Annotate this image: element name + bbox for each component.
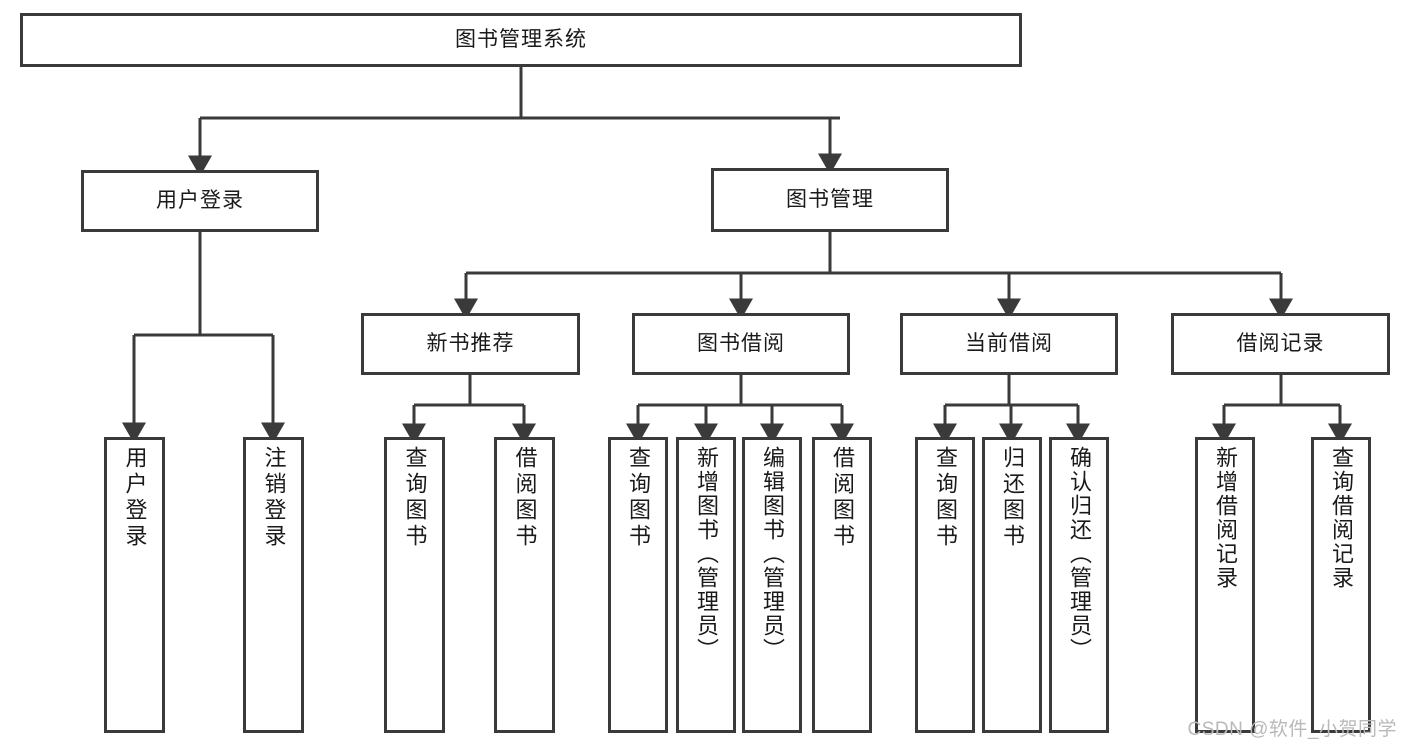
leaf-borrow-book-new[interactable]: 借阅图书	[494, 437, 555, 733]
node-new-book-recommend[interactable]: 新书推荐	[361, 313, 580, 375]
node-label: 当前借阅	[965, 332, 1053, 356]
leaf-query-book-new[interactable]: 查询图书	[384, 437, 445, 733]
node-label: 归还图书	[1000, 446, 1025, 550]
leaf-add-borrow-record[interactable]: 新增借阅记录	[1195, 437, 1255, 733]
watermark: CSDN @软件_小贺同学	[1187, 719, 1397, 740]
node-label: 注销登录	[261, 446, 287, 550]
leaf-return-book[interactable]: 归还图书	[982, 437, 1042, 733]
node-label: 新增图书（管理员）	[694, 446, 719, 662]
node-label: 用户登录	[156, 189, 244, 213]
leaf-query-book-current[interactable]: 查询图书	[915, 437, 975, 733]
leaf-edit-book-admin[interactable]: 编辑图书（管理员）	[742, 437, 802, 733]
node-label: 新书推荐	[426, 332, 515, 356]
node-label: 用户登录	[122, 446, 148, 550]
node-root[interactable]: 图书管理系统	[20, 13, 1022, 67]
node-label: 借阅图书	[830, 446, 855, 550]
node-book-borrow[interactable]: 图书借阅	[632, 313, 850, 375]
node-label: 借阅图书	[512, 446, 538, 550]
node-borrow-record[interactable]: 借阅记录	[1171, 313, 1390, 375]
node-label: 查询图书	[626, 446, 651, 550]
node-label: 图书借阅	[697, 332, 785, 356]
leaf-logout[interactable]: 注销登录	[243, 437, 304, 733]
leaf-confirm-return-admin[interactable]: 确认归还（管理员）	[1049, 437, 1109, 733]
node-label: 借阅记录	[1236, 332, 1325, 356]
node-label: 编辑图书（管理员）	[760, 446, 785, 662]
node-label: 确认归还（管理员）	[1067, 446, 1092, 662]
leaf-user-login[interactable]: 用户登录	[104, 437, 165, 733]
node-label: 查询借阅记录	[1329, 446, 1354, 590]
node-label: 查询图书	[402, 446, 428, 550]
leaf-query-book-borrow[interactable]: 查询图书	[608, 437, 668, 733]
node-user-login[interactable]: 用户登录	[81, 170, 319, 232]
leaf-query-borrow-record[interactable]: 查询借阅记录	[1311, 437, 1371, 733]
node-book-management[interactable]: 图书管理	[711, 168, 949, 232]
leaf-add-book-admin[interactable]: 新增图书（管理员）	[676, 437, 736, 733]
leaf-borrow-book[interactable]: 借阅图书	[812, 437, 872, 733]
node-label: 新增借阅记录	[1213, 446, 1238, 590]
node-current-borrow[interactable]: 当前借阅	[900, 313, 1118, 375]
node-label: 图书管理	[786, 188, 874, 212]
node-label: 查询图书	[933, 446, 958, 550]
node-label: 图书管理系统	[455, 28, 587, 52]
